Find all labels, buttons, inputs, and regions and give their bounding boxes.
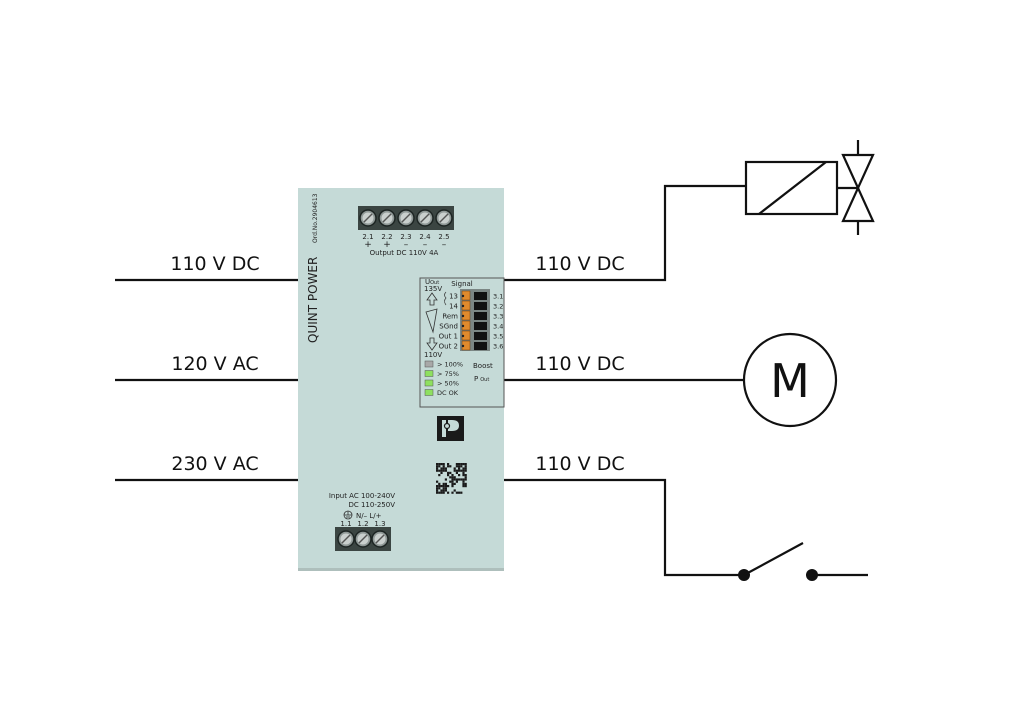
input-terminal-number: 1.2	[357, 520, 368, 528]
input-terminal-screw-1[interactable]	[337, 530, 355, 548]
signal-pin-number: 3.4	[493, 323, 503, 331]
arrow-up-icon	[426, 292, 438, 306]
uout-label: UOut	[425, 278, 439, 286]
output-wire-3: 110 V DC	[504, 453, 744, 577]
motor-circle	[742, 332, 838, 428]
output-terminal-number: 2.5	[438, 233, 449, 241]
signal-pin-number: 3.5	[493, 333, 503, 341]
status-led-label: > 75%	[437, 370, 459, 378]
signal-pin-number: 3.1	[493, 293, 503, 301]
valve-upper-triangle	[841, 153, 875, 191]
signal-pin-number: 3.6	[493, 343, 503, 351]
output-terminal-screw-5[interactable]	[435, 209, 453, 227]
valve-lower-triangle	[841, 185, 875, 223]
arrow-down-icon	[426, 337, 438, 351]
signal-pin-name: 14	[449, 303, 458, 311]
ground-icon	[343, 510, 353, 520]
boost-label: Boost	[473, 362, 493, 370]
signal-pin-name: Out 1	[439, 333, 458, 341]
output-terminal-screw-4[interactable]	[416, 209, 434, 227]
output-terminal-number: 2.3	[400, 233, 411, 241]
signal-header: Signal	[451, 280, 473, 288]
input-terminal-screw-2[interactable]	[354, 530, 372, 548]
status-led: DC OK	[424, 389, 459, 397]
status-led-label: > 50%	[437, 380, 459, 388]
input-label-2: 120 V AC	[171, 353, 258, 375]
output-label-3: 110 V DC	[535, 453, 624, 475]
signal-pin[interactable]: Out 1 3.5	[439, 330, 504, 341]
input-spec-line2: DC 110-250V	[348, 501, 395, 509]
output-wire-1: 110 V DC	[504, 184, 746, 282]
switch-blade	[743, 542, 804, 576]
input-terminal-number: 1.3	[374, 520, 385, 528]
input-terminal-screw-3[interactable]	[371, 530, 389, 548]
output-spec-label: Output DC 110V 4A	[370, 249, 439, 257]
status-led: > 100%	[424, 361, 463, 369]
output-terminal-block: 2.1 2.2 2.3 2.4 2.5 + + – – – Output DC 110V 4A	[358, 206, 454, 257]
input-label-3: 230 V AC	[171, 453, 258, 475]
output-wire-2: 110 V DC	[504, 353, 745, 382]
device-body	[298, 188, 504, 571]
input-spec-line1: Input AC 100-240V	[329, 492, 395, 500]
signal-pin-name: 13	[449, 293, 458, 301]
signal-pin-name: Out 2	[439, 343, 458, 351]
qr-code	[436, 463, 467, 494]
status-led: > 50%	[424, 380, 459, 388]
output-terminal-polarity: –	[404, 240, 409, 250]
status-led-label: > 100%	[437, 361, 463, 369]
max-voltage-label: 135V	[424, 285, 442, 293]
input-wire-2: 120 V AC	[115, 353, 299, 382]
signal-pin-name: Rem	[442, 313, 458, 321]
output-label-1: 110 V DC	[535, 253, 624, 275]
order-number: Ord.No.2904613	[312, 193, 319, 243]
output-terminal-number: 2.1	[362, 233, 373, 241]
signal-pin[interactable]: Rem 3.3	[442, 310, 503, 321]
input-polarity-symbols: N/– L/+	[356, 512, 382, 520]
signal-pin[interactable]: SGnd 3.4	[439, 320, 503, 331]
min-voltage-label: 110V	[424, 351, 442, 359]
input-wire-3: 230 V AC	[115, 453, 299, 482]
output-terminal-number: 2.4	[419, 233, 431, 241]
output-terminal-polarity: –	[442, 240, 447, 250]
output-terminal-number: 2.2	[381, 233, 392, 241]
output-terminal-screw-2[interactable]	[378, 209, 396, 227]
solenoid-valve-symbol	[744, 140, 875, 235]
status-led: > 75%	[424, 370, 459, 378]
motor-letter: M	[770, 354, 810, 408]
signal-pin-number: 3.2	[493, 303, 503, 311]
phoenix-logo-icon	[437, 416, 464, 441]
output-terminal-screw-1[interactable]	[359, 209, 377, 227]
output-terminal-polarity: –	[423, 240, 428, 250]
input-label-1: 110 V DC	[170, 253, 259, 275]
adjust-wedge-icon	[425, 308, 438, 334]
signal-pin[interactable]: Out 2 3.6	[439, 340, 504, 351]
signal-pin-name: SGnd	[439, 323, 458, 331]
output-terminal-polarity: +	[364, 240, 372, 250]
status-led-label: DC OK	[437, 389, 459, 397]
input-terminal-block	[335, 527, 391, 551]
signal-pin-number: 3.3	[493, 313, 503, 321]
input-wire-1: 110 V DC	[115, 253, 299, 282]
input-terminal-number: 1.1	[340, 520, 351, 528]
output-terminal-screw-3[interactable]	[397, 209, 415, 227]
motor-symbol: M	[742, 332, 838, 428]
switch-symbol	[738, 542, 868, 581]
output-terminal-polarity: +	[383, 240, 391, 250]
brand-label: QUINT POWER	[306, 257, 320, 343]
output-label-2: 110 V DC	[535, 353, 624, 375]
